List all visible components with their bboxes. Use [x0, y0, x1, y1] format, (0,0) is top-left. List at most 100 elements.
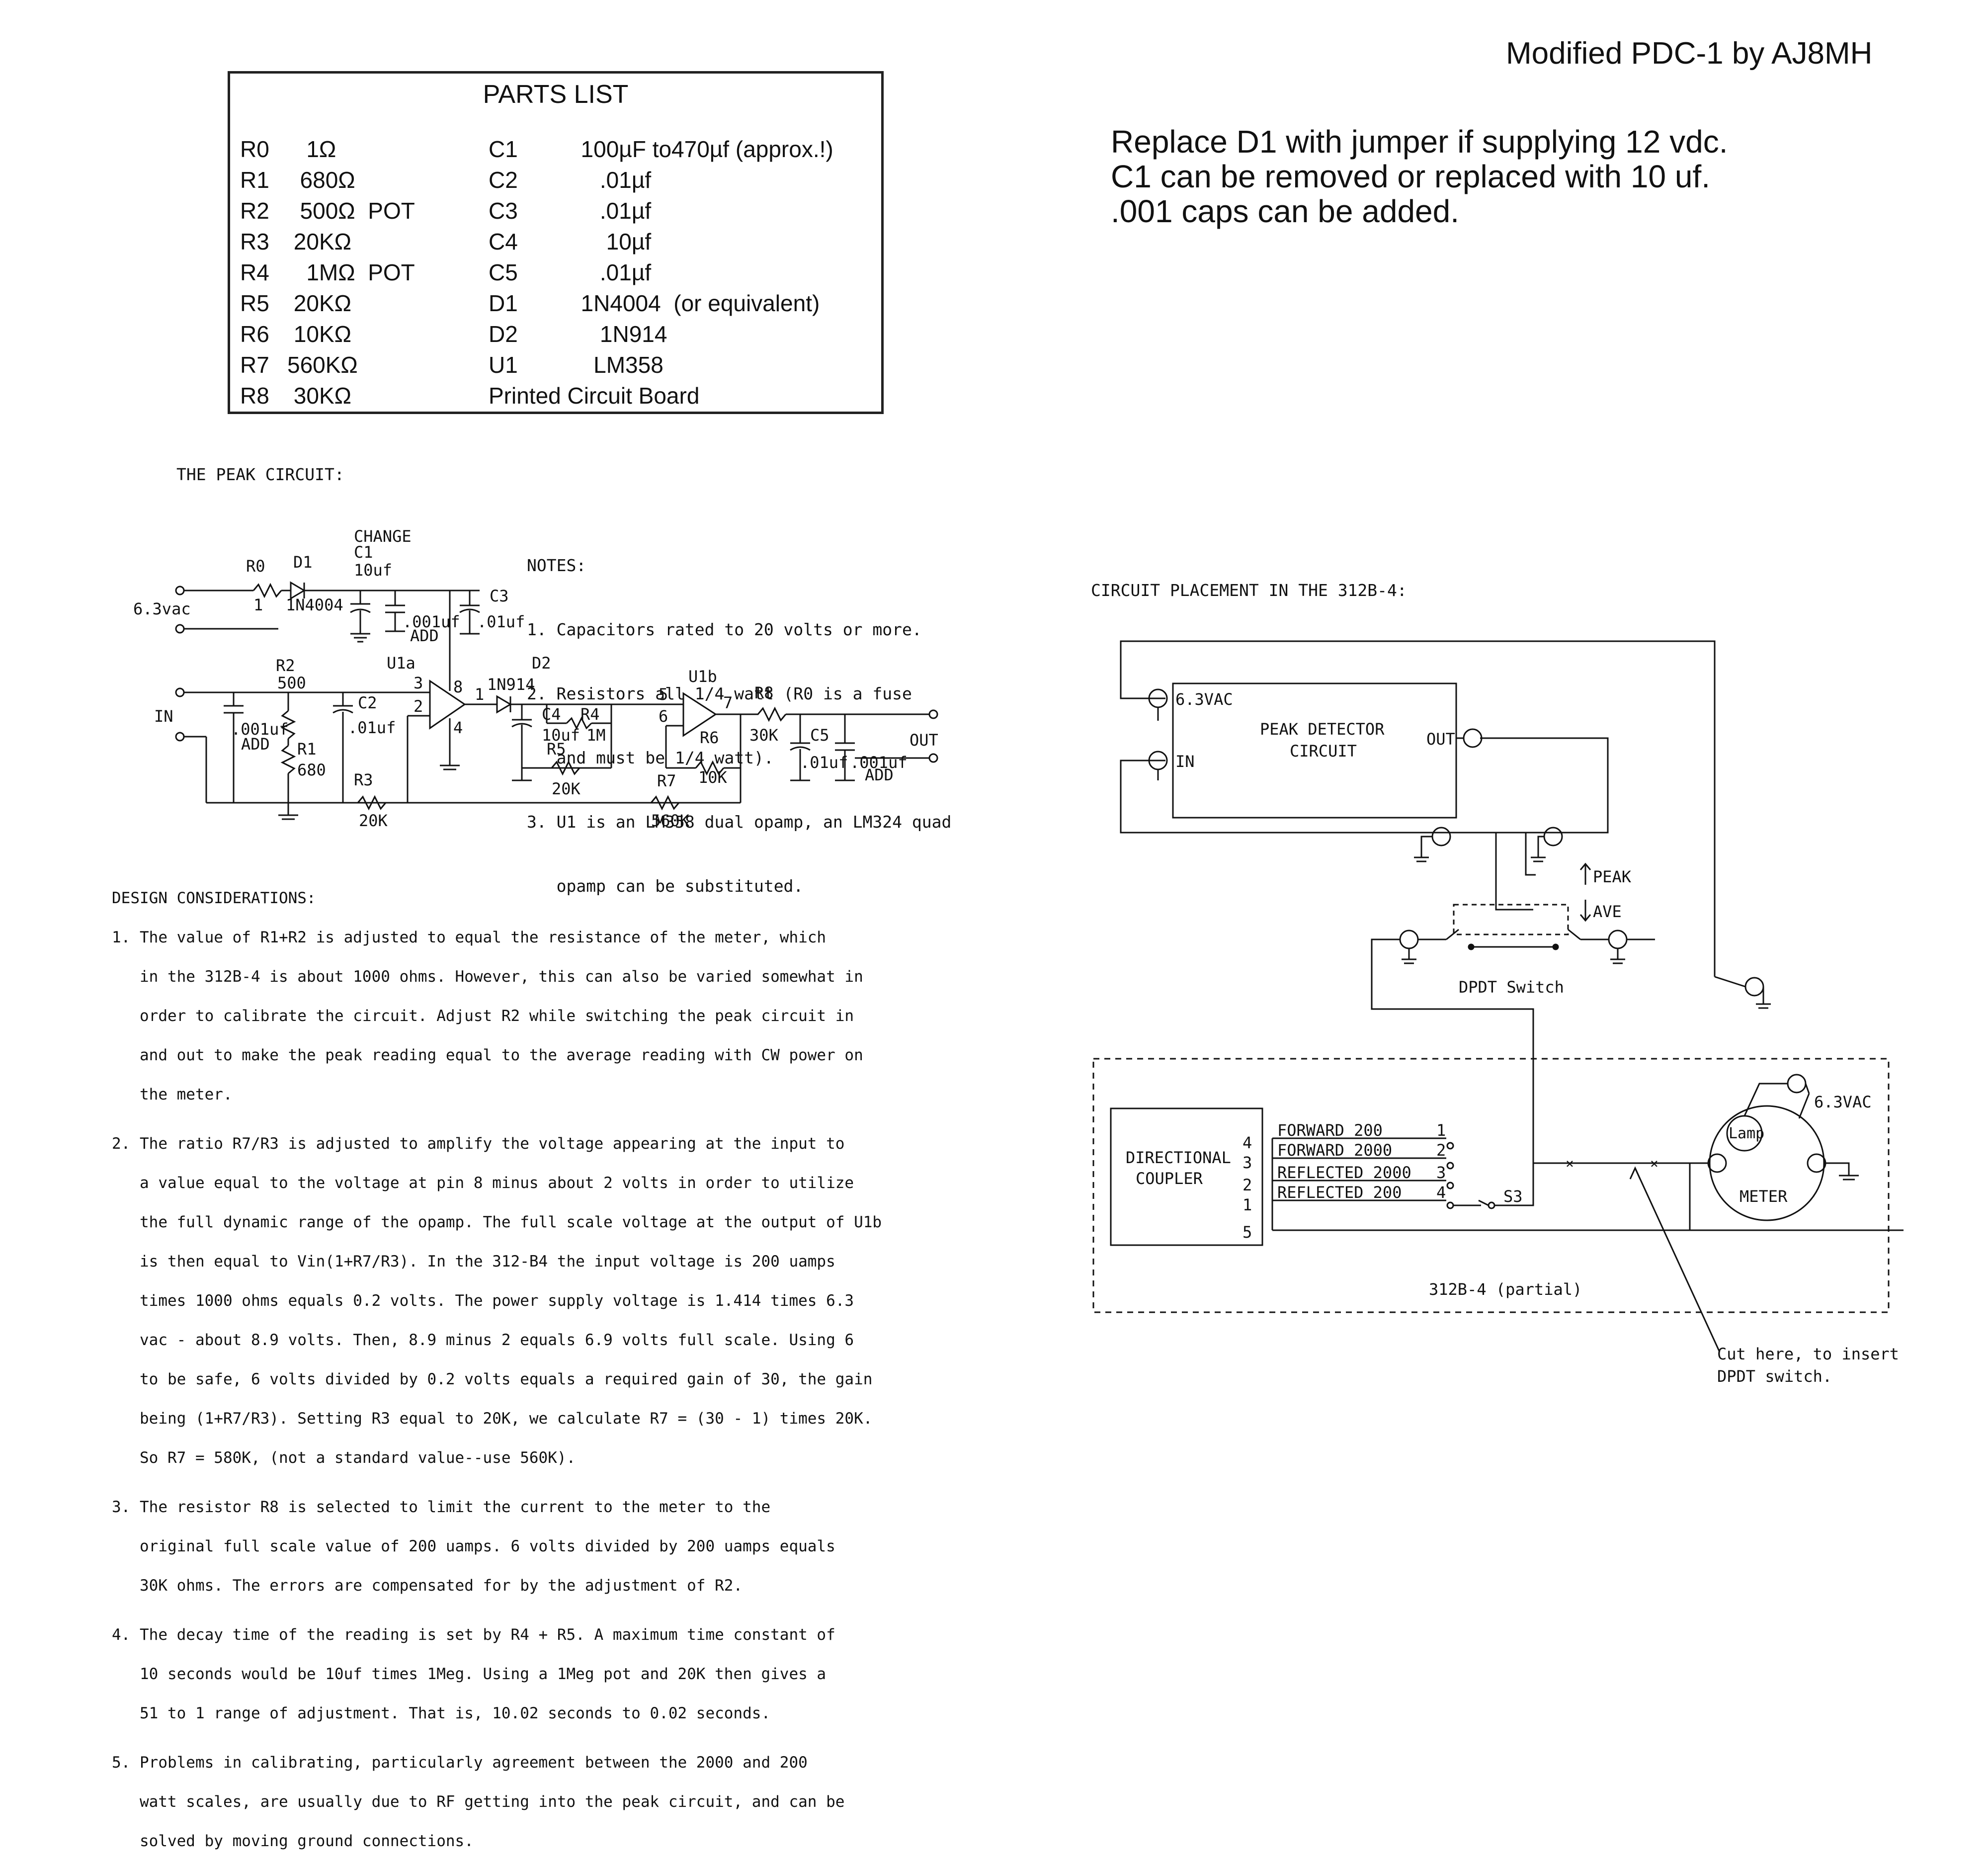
label: R2 — [276, 656, 295, 675]
label: 6.3VAC — [1814, 1093, 1872, 1111]
part-value: 30KΩ — [287, 383, 352, 409]
part-ref: C1 — [489, 136, 518, 162]
label: 3 — [414, 674, 423, 692]
design-line: the full dynamic range of the opamp. The… — [112, 1213, 882, 1231]
label: IN — [1175, 752, 1195, 771]
label: 6.3VAC — [1175, 690, 1233, 709]
capacitor-c3-icon — [459, 608, 480, 613]
label: R6 — [700, 728, 719, 747]
note-item: 2. Resistors all 1/4 watt (R0 is a fuse — [527, 684, 912, 703]
plus-terminal-icon — [1707, 1153, 1727, 1173]
label: C3 — [490, 587, 509, 605]
part-ref: R0 — [240, 136, 269, 162]
part-value: 1Ω — [287, 136, 336, 162]
part-ref: D1 — [489, 290, 518, 316]
label: REFLECTED 200 — [1277, 1183, 1402, 1202]
capacitor-c5-icon — [790, 746, 811, 751]
label: Cut here, to insert — [1717, 1345, 1899, 1363]
part-value: 20KΩ — [287, 290, 352, 316]
note-item: 3. U1 is an LM358 dual opamp, an LM324 q… — [527, 812, 952, 832]
label: 3 — [1436, 1163, 1446, 1182]
label: 5 — [659, 685, 668, 704]
design-heading: DESIGN CONSIDERATIONS: — [112, 889, 316, 907]
part-value: 560KΩ — [287, 352, 358, 378]
design-line: to be safe, 6 volts divided by 0.2 volts… — [112, 1370, 873, 1388]
part-ref: R4 — [240, 259, 269, 285]
label: 1 — [1436, 1121, 1446, 1140]
switch-lever — [1446, 929, 1459, 940]
label: 6 — [659, 707, 668, 726]
resistor-r1-icon — [280, 745, 296, 774]
design-line: order to calibrate the circuit. Adjust R… — [112, 1007, 854, 1025]
part-ref: D2 — [489, 321, 518, 347]
label: 1N914 — [487, 675, 535, 694]
page-title: Modified PDC-1 by AJ8MH — [1506, 36, 1873, 71]
part-value: 10KΩ — [287, 321, 352, 347]
dpdt-switch-icon[interactable] — [1453, 904, 1569, 935]
part-ref: R6 — [240, 321, 269, 347]
label: 4 — [1242, 1133, 1252, 1152]
label: 4 — [453, 718, 463, 737]
label: DIRECTIONAL — [1126, 1148, 1231, 1167]
label: .01uf — [348, 718, 396, 737]
label: 7 — [723, 693, 733, 712]
parts-row: R5 20KΩ D1 1N4004 (or equivalent) — [230, 290, 881, 321]
label: 3 — [1242, 1153, 1252, 1172]
label: PEAK — [1593, 867, 1632, 886]
part-value: 10µf — [568, 229, 652, 254]
capacitor-c1-icon — [350, 608, 371, 613]
part-value: 680Ω — [287, 167, 355, 193]
design-line: times 1000 ohms equals 0.2 volts. The po… — [112, 1292, 854, 1310]
connector-icon — [1787, 1074, 1807, 1094]
parts-row: R4 1MΩ POT C5 .01µf — [230, 259, 881, 290]
label: 10uf — [542, 726, 580, 745]
part-ref: R7 — [240, 352, 269, 378]
label: 1 — [475, 685, 484, 704]
label: 1M — [586, 726, 606, 745]
label: 2 — [1436, 1141, 1446, 1160]
label: OUT — [1426, 730, 1455, 749]
label: FORWARD 2000 — [1277, 1141, 1392, 1160]
placement-heading: CIRCUIT PLACEMENT IN THE 312B-4: — [1091, 581, 1407, 600]
label: DPDT switch. — [1717, 1367, 1832, 1386]
svg-text:×: × — [1650, 1155, 1658, 1172]
connector-icon — [1399, 930, 1419, 949]
peak-circuit-schematic: CHANGE C1 10uf R0 D1 1 1N4004 6.3vac C3 … — [133, 527, 938, 830]
design-line: watt scales, are usually due to RF getti… — [112, 1793, 845, 1811]
label: 20K — [359, 811, 388, 830]
design-line: 5. Problems in calibrating, particularly… — [112, 1754, 808, 1772]
label: .001uf — [850, 753, 908, 772]
connector-icon — [1463, 728, 1483, 748]
part-ref: C2 — [489, 167, 518, 193]
label: U1b — [688, 667, 717, 686]
label: Lamp — [1729, 1125, 1764, 1142]
notes-heading: NOTES: — [527, 556, 586, 575]
label: 5 — [1242, 1223, 1252, 1242]
resistor-r3-icon — [357, 795, 387, 811]
design-line: original full scale value of 200 uamps. … — [112, 1537, 835, 1555]
label: IN — [154, 707, 173, 726]
parts-row: R0 1Ω C1 100µF to470µf (approx.!) — [230, 136, 881, 167]
label: CIRCUIT — [1290, 742, 1357, 761]
label: PEAK DETECTOR — [1260, 720, 1385, 739]
part-value: 500Ω POT — [287, 198, 415, 224]
design-line: 2. The ratio R7/R3 is adjusted to amplif… — [112, 1135, 845, 1153]
label: R8 — [754, 683, 774, 702]
label: C4 — [542, 705, 561, 724]
label: 1 — [253, 595, 263, 614]
part-value: LM358 — [568, 352, 663, 378]
label: METER — [1740, 1187, 1788, 1206]
label: ADD — [410, 626, 439, 645]
parts-row: R8 30KΩ Printed Circuit Board — [230, 382, 881, 413]
label: R1 — [297, 740, 317, 759]
label: R4 — [580, 705, 600, 724]
resistor-r5-icon — [551, 760, 580, 776]
label: .01uf — [800, 753, 848, 772]
note-item: opamp can be substituted. — [527, 876, 804, 896]
part-value: .01µf — [568, 259, 652, 285]
diode-d2-icon — [496, 695, 512, 714]
label: ADD — [241, 735, 270, 754]
design-line: So R7 = 580K, (not a standard value--use… — [112, 1449, 576, 1467]
parts-row: R6 10KΩ D2 1N914 — [230, 321, 881, 351]
part-value: 1N4004 (or equivalent) — [568, 290, 820, 316]
